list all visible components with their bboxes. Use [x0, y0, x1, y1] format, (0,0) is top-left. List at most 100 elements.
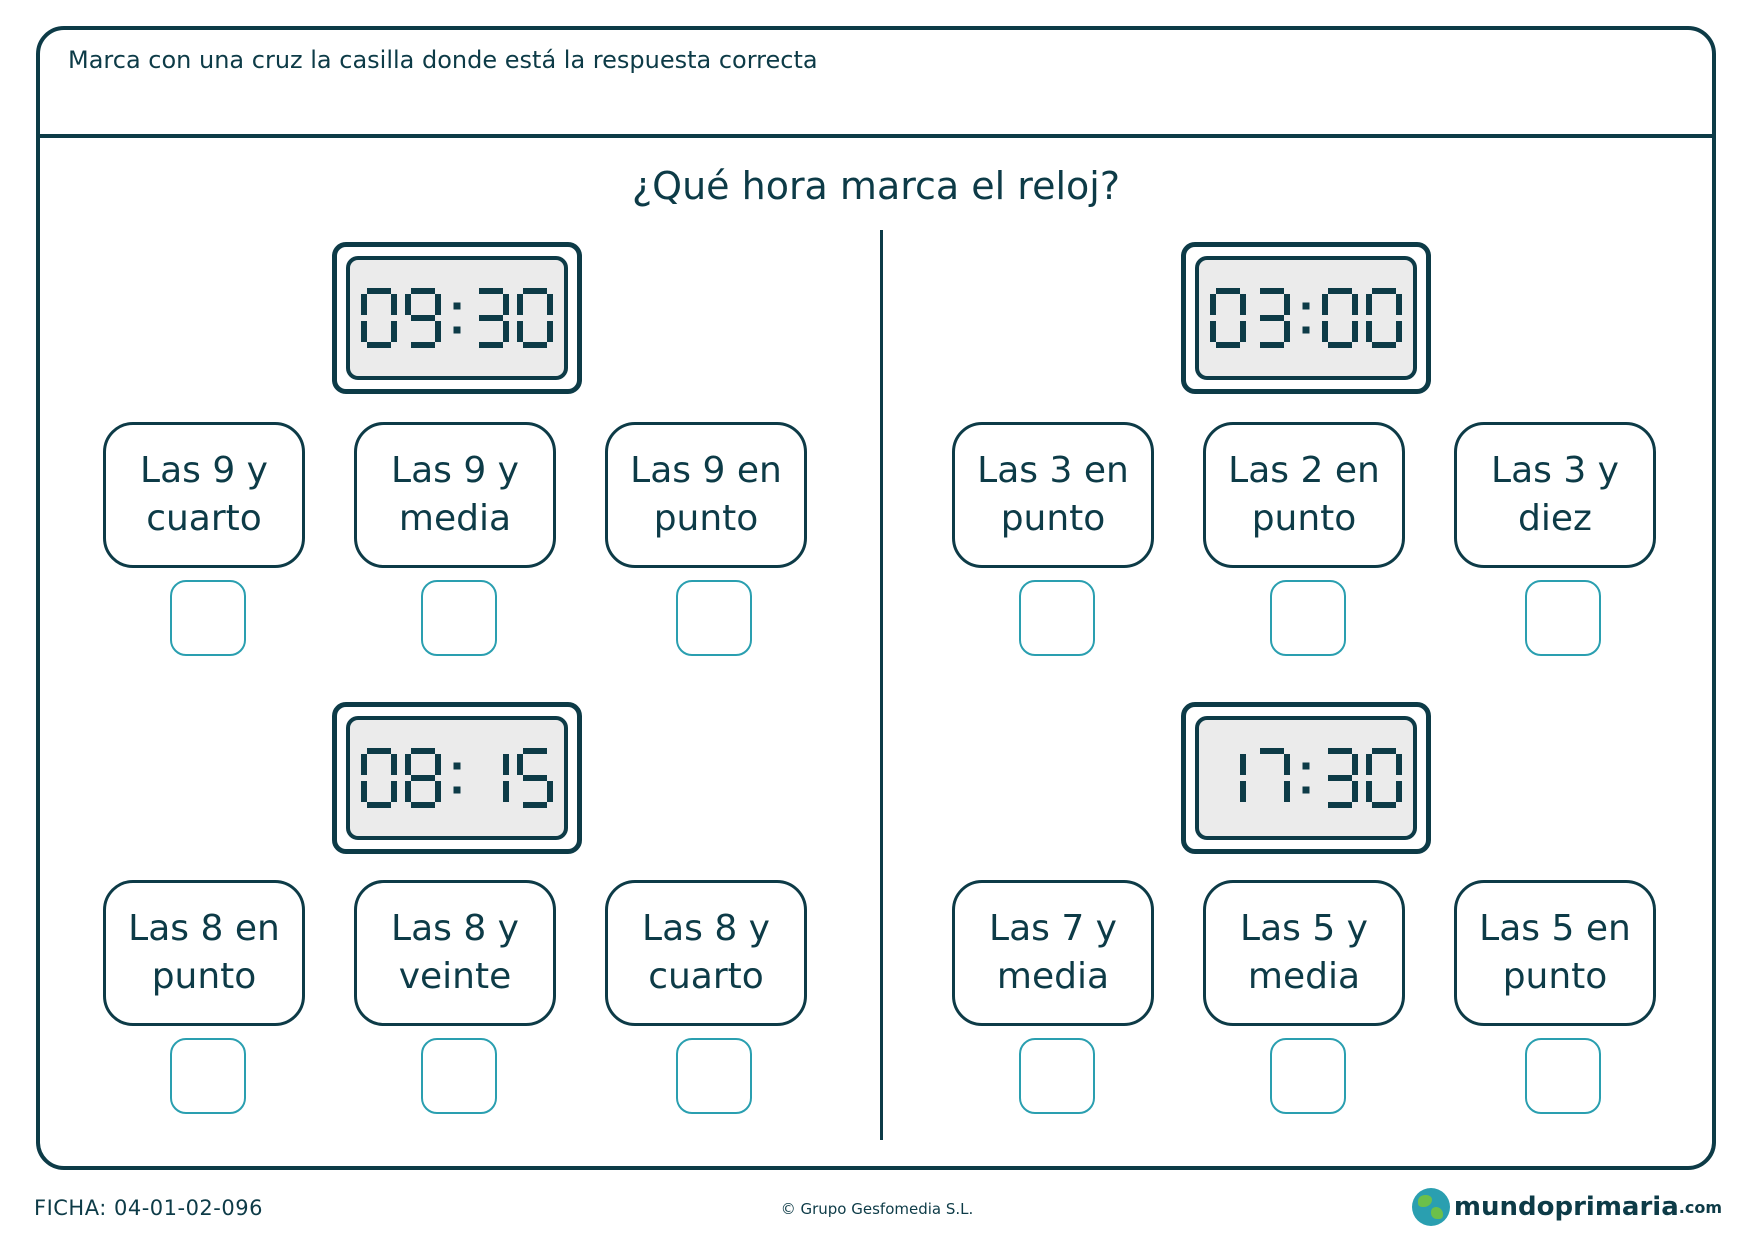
option-box[interactable]: Las 9 en punto [605, 422, 807, 568]
answer-checkbox[interactable] [1525, 580, 1601, 656]
digit-segment [1240, 781, 1246, 802]
colon-dot [453, 326, 461, 334]
instruction-text: Marca con una cruz la casilla donde está… [68, 46, 818, 74]
clock-screen [346, 716, 568, 840]
option-box[interactable]: Las 5 en punto [1454, 880, 1656, 1026]
digit-segment [391, 294, 397, 315]
colon-dot [1302, 302, 1310, 310]
digit-segment [1366, 781, 1372, 802]
colon-dot [1302, 762, 1310, 770]
colon-dot [453, 786, 461, 794]
digit-segment [411, 315, 435, 321]
digit-segment [411, 288, 435, 294]
digit-segment [503, 294, 509, 315]
option-box[interactable]: Las 8 y cuarto [605, 880, 807, 1026]
answer-checkbox[interactable] [676, 1038, 752, 1114]
digit-segment [411, 775, 435, 781]
digit-segment [479, 315, 503, 321]
digit-segment [547, 781, 553, 802]
instruction-divider [40, 134, 1712, 138]
digit-segment [1260, 342, 1284, 348]
answer-checkbox[interactable] [421, 580, 497, 656]
digit-segment [361, 754, 367, 775]
digit-segment [479, 342, 503, 348]
digit-segment [1322, 294, 1328, 315]
digit-segment [1352, 294, 1358, 315]
digit-segment [1260, 748, 1284, 754]
digit-segment [435, 781, 441, 802]
digit-segment [1372, 342, 1396, 348]
digit-segment [523, 342, 547, 348]
digit-segment [1328, 748, 1352, 754]
option-box[interactable]: Las 9 y cuarto [103, 422, 305, 568]
clock-screen [346, 256, 568, 380]
digit-segment [361, 781, 367, 802]
digit-segment [517, 321, 523, 342]
option-box[interactable]: Las 8 y veinte [354, 880, 556, 1026]
digit-segment [547, 321, 553, 342]
copyright-text: © Grupo Gesfomedia S.L. [780, 1200, 974, 1218]
digit-segment [435, 294, 441, 315]
option-box[interactable]: Las 3 en punto [952, 422, 1154, 568]
clock-screen [1195, 256, 1417, 380]
digit-segment [411, 802, 435, 808]
digit-segment [1396, 294, 1402, 315]
answer-checkbox[interactable] [1019, 1038, 1095, 1114]
digit-segment [1260, 315, 1284, 321]
option-box[interactable]: Las 5 y media [1203, 880, 1405, 1026]
digit-segment [391, 781, 397, 802]
digit-segment [1284, 781, 1290, 802]
answer-checkbox[interactable] [1270, 580, 1346, 656]
option-box[interactable]: Las 2 en punto [1203, 422, 1405, 568]
answer-checkbox[interactable] [1270, 1038, 1346, 1114]
clock-digits [361, 748, 553, 808]
answer-checkbox[interactable] [421, 1038, 497, 1114]
digit-segment [1366, 321, 1372, 342]
digit-segment [517, 754, 523, 775]
colon-dot [1302, 786, 1310, 794]
colon-dot [1302, 326, 1310, 334]
digital-clock [332, 702, 582, 854]
colon-dot [453, 302, 461, 310]
option-box[interactable]: Las 7 y media [952, 880, 1154, 1026]
digit-segment [1240, 754, 1246, 775]
digit-segment [479, 288, 503, 294]
digit-segment [361, 321, 367, 342]
digit-segment [1328, 775, 1352, 781]
answer-checkbox[interactable] [1525, 1038, 1601, 1114]
option-box[interactable]: Las 9 y media [354, 422, 556, 568]
mundoprimaria-logo[interactable]: mundoprimaria.com [1411, 1188, 1722, 1226]
digit-segment [1216, 342, 1240, 348]
digit-segment [1260, 288, 1284, 294]
digit-segment [523, 802, 547, 808]
digital-clock [332, 242, 582, 394]
digit-segment [361, 294, 367, 315]
digit-segment [1366, 294, 1372, 315]
digit-segment [1372, 748, 1396, 754]
digit-segment [391, 321, 397, 342]
digit-segment [435, 321, 441, 342]
digital-clock [1181, 242, 1431, 394]
digit-segment [1366, 754, 1372, 775]
clock-digits [1240, 748, 1402, 808]
answer-checkbox[interactable] [170, 580, 246, 656]
option-box[interactable]: Las 8 en punto [103, 880, 305, 1026]
digit-segment [1216, 288, 1240, 294]
digit-segment [523, 288, 547, 294]
digit-segment [367, 342, 391, 348]
digit-segment [1372, 288, 1396, 294]
option-box[interactable]: Las 3 y diez [1454, 422, 1656, 568]
digit-segment [503, 781, 509, 802]
answer-checkbox[interactable] [170, 1038, 246, 1114]
digit-segment [1284, 754, 1290, 775]
digit-segment [435, 754, 441, 775]
digit-segment [1352, 754, 1358, 775]
digit-segment [1210, 294, 1216, 315]
digit-segment [1396, 321, 1402, 342]
answer-checkbox[interactable] [1019, 580, 1095, 656]
answer-checkbox[interactable] [676, 580, 752, 656]
clock-digits [1210, 288, 1402, 348]
digit-segment [1328, 288, 1352, 294]
digit-segment [1210, 321, 1216, 342]
digit-segment [411, 342, 435, 348]
